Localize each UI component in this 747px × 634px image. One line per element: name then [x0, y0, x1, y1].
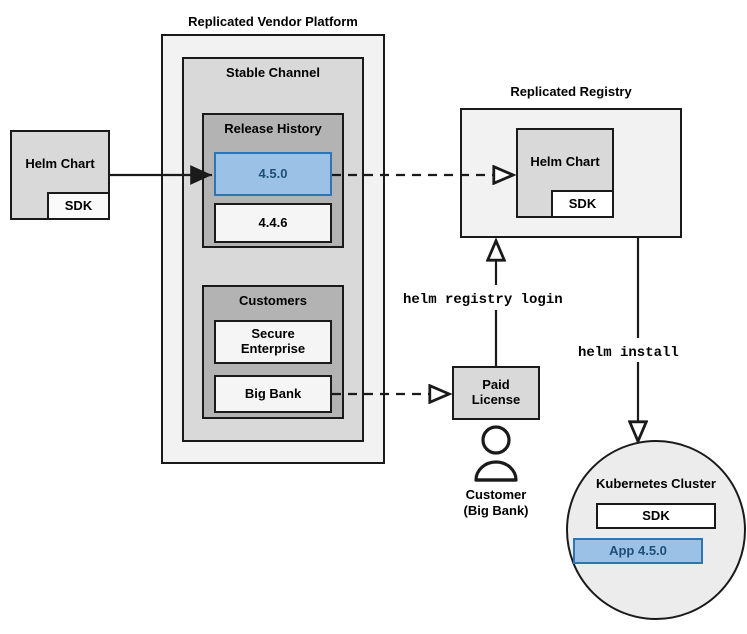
release-item-4-5-0-label: 4.5.0	[258, 165, 288, 181]
registry-helm-chart-label: Helm Chart	[530, 153, 600, 169]
kubernetes-cluster-circle	[566, 440, 746, 620]
source-sdk-label: SDK	[64, 197, 93, 213]
replicated-registry-title: Replicated Registry	[510, 84, 632, 99]
source-sdk-box[interactable]: SDK	[47, 192, 110, 220]
customer-person-label: Customer	[465, 487, 527, 502]
registry-sdk-label: SDK	[568, 195, 597, 211]
customers-label: Customers	[239, 293, 307, 308]
vendor-platform-title: Replicated Vendor Platform	[188, 14, 358, 29]
source-helm-chart-label: Helm Chart	[25, 155, 95, 171]
customer-item-secure-enterprise[interactable]: Secure Enterprise	[214, 320, 332, 364]
stable-channel-label: Stable Channel	[226, 65, 320, 80]
registry-sdk-box[interactable]: SDK	[551, 190, 614, 218]
customer-item-big-bank[interactable]: Big Bank	[214, 375, 332, 413]
customer-person-sublabel: (Big Bank)	[463, 503, 529, 518]
cluster-sdk-label: SDK	[642, 507, 670, 523]
cluster-app-label: App 4.5.0	[609, 542, 667, 558]
release-history-label: Release History	[224, 121, 322, 136]
paid-license-line1: Paid	[482, 377, 510, 393]
customer-secure-enterprise-line2: Enterprise	[240, 341, 306, 356]
kubernetes-cluster-title: Kubernetes Cluster	[596, 476, 716, 491]
helm-registry-login-command: helm registry login	[403, 292, 563, 308]
customer-secure-enterprise-line1: Secure	[251, 326, 295, 342]
release-item-4-4-6-label: 4.4.6	[258, 214, 288, 230]
cluster-app-box[interactable]: App 4.5.0	[573, 538, 703, 564]
cluster-sdk-box[interactable]: SDK	[596, 503, 716, 529]
customer-big-bank-label: Big Bank	[244, 385, 302, 401]
helm-install-command: helm install	[578, 345, 679, 361]
release-item-4-4-6[interactable]: 4.4.6	[214, 203, 332, 243]
paid-license-box[interactable]: Paid License	[452, 366, 540, 420]
paid-license-line2: License	[471, 392, 521, 407]
release-item-4-5-0[interactable]: 4.5.0	[214, 152, 332, 196]
